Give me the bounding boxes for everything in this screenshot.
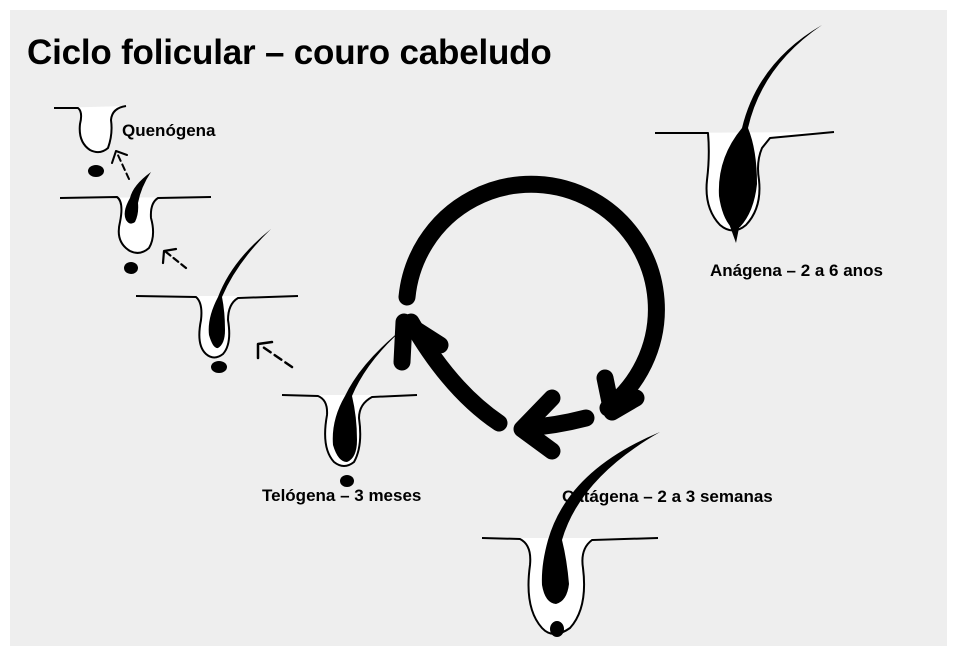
telogena-follicle-icon — [281, 323, 418, 487]
dashed-arrow-icon — [161, 247, 188, 270]
telogena-label: Telógena – 3 meses — [262, 486, 422, 505]
quenogena-follicle-icon — [54, 105, 127, 177]
anagena-label: Anágena – 2 a 6 anos — [710, 261, 883, 280]
diagram-title: Ciclo folicular – couro cabeludo — [27, 33, 552, 72]
regressing-follicle-icon — [59, 172, 212, 274]
cycle-arrow-icon — [393, 175, 665, 460]
catagena-label: Catágena – 2 a 3 semanas — [562, 487, 773, 506]
catagena-follicle-icon — [481, 432, 660, 637]
quenogena-label: Quenógena — [122, 121, 216, 140]
diagram-panel — [10, 10, 947, 646]
dashed-arrow-icon — [256, 340, 294, 369]
telogen-follicle-stage-icon — [135, 229, 299, 373]
anagena-follicle-icon — [655, 25, 835, 243]
dashed-arrow-icon — [111, 150, 130, 180]
